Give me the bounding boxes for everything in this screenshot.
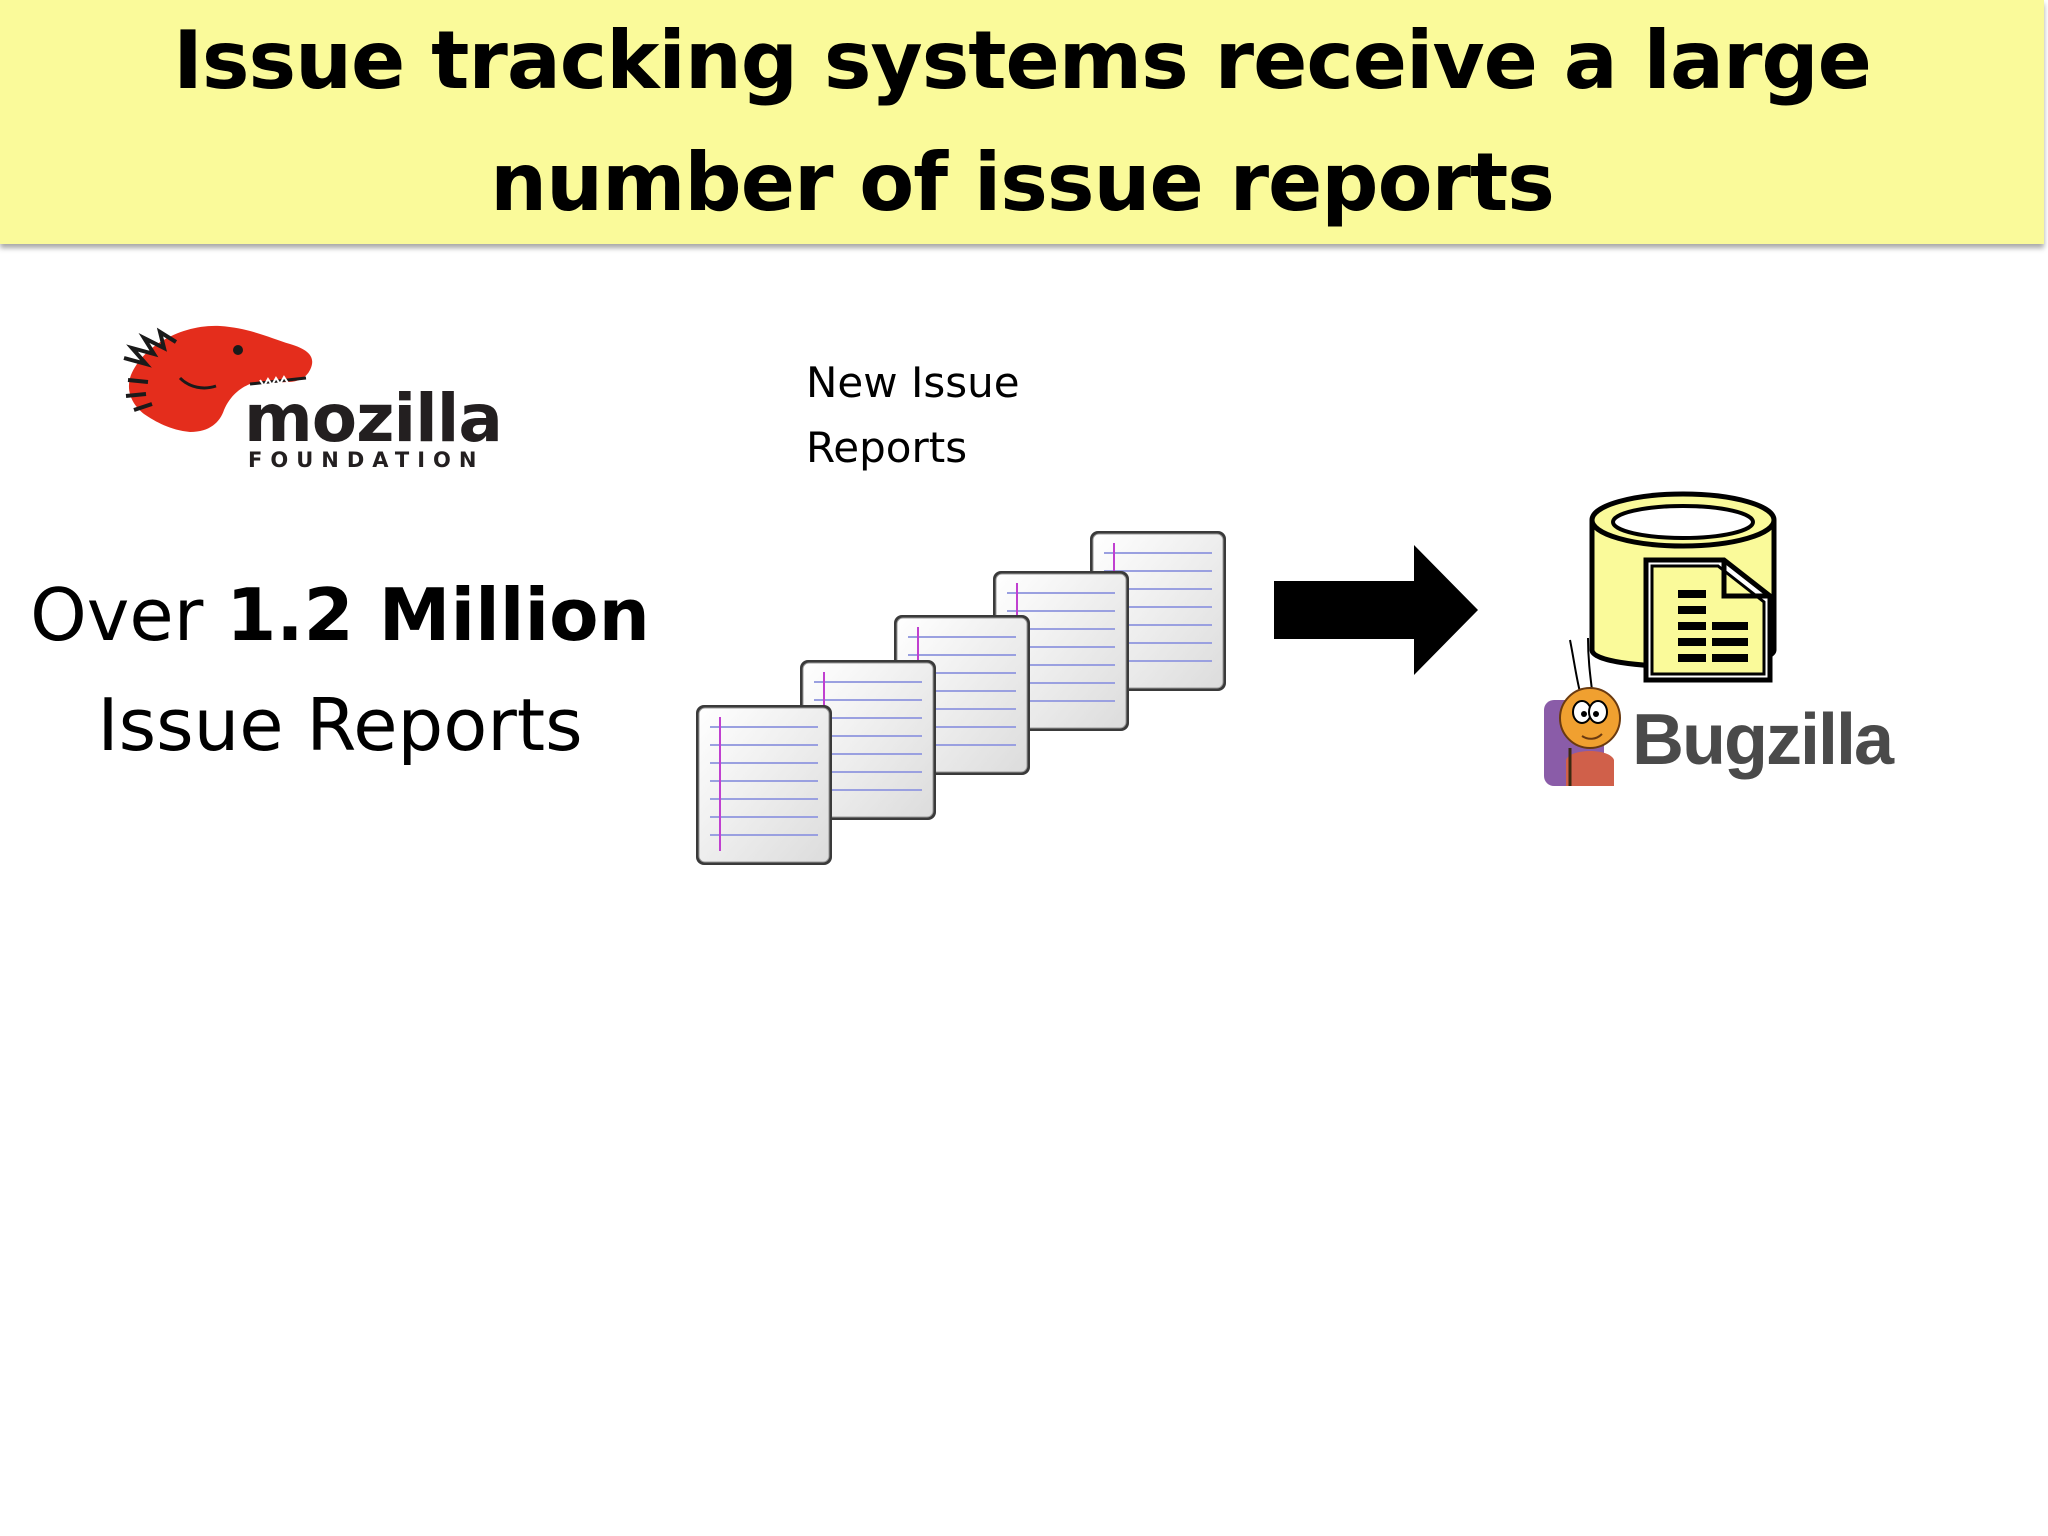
issue-count-statement: Over 1.2 Million Issue Reports xyxy=(20,560,660,780)
title-bar: Issue tracking systems receive a large n… xyxy=(0,0,2044,244)
new-reports-line-1: New Issue xyxy=(806,358,1020,407)
slide-title: Issue tracking systems receive a large n… xyxy=(173,14,1872,229)
new-reports-line-2: Reports xyxy=(806,423,968,472)
document-icon xyxy=(695,704,833,866)
new-issue-reports-label: New Issue Reports xyxy=(806,350,1020,480)
document-stack xyxy=(695,530,1227,866)
foundation-label: FOUNDATION xyxy=(248,448,485,472)
mozilla-foundation-logo: mozilla FOUNDATION xyxy=(120,318,540,478)
arrow-right-icon xyxy=(1274,545,1478,675)
stat-line-1: Over 1.2 Million xyxy=(20,560,660,670)
dinosaur-head-icon xyxy=(123,325,313,432)
ant-mascot-icon xyxy=(1544,637,1621,786)
stat-suffix: Issue Reports xyxy=(97,683,583,767)
database-icon xyxy=(1589,491,1777,683)
stat-highlight: 1.2 Million xyxy=(226,573,650,657)
bugzilla-wordmark: Bugzilla xyxy=(1632,700,1894,780)
mozilla-wordmark: mozilla xyxy=(244,380,503,457)
stat-prefix: Over xyxy=(30,573,204,657)
